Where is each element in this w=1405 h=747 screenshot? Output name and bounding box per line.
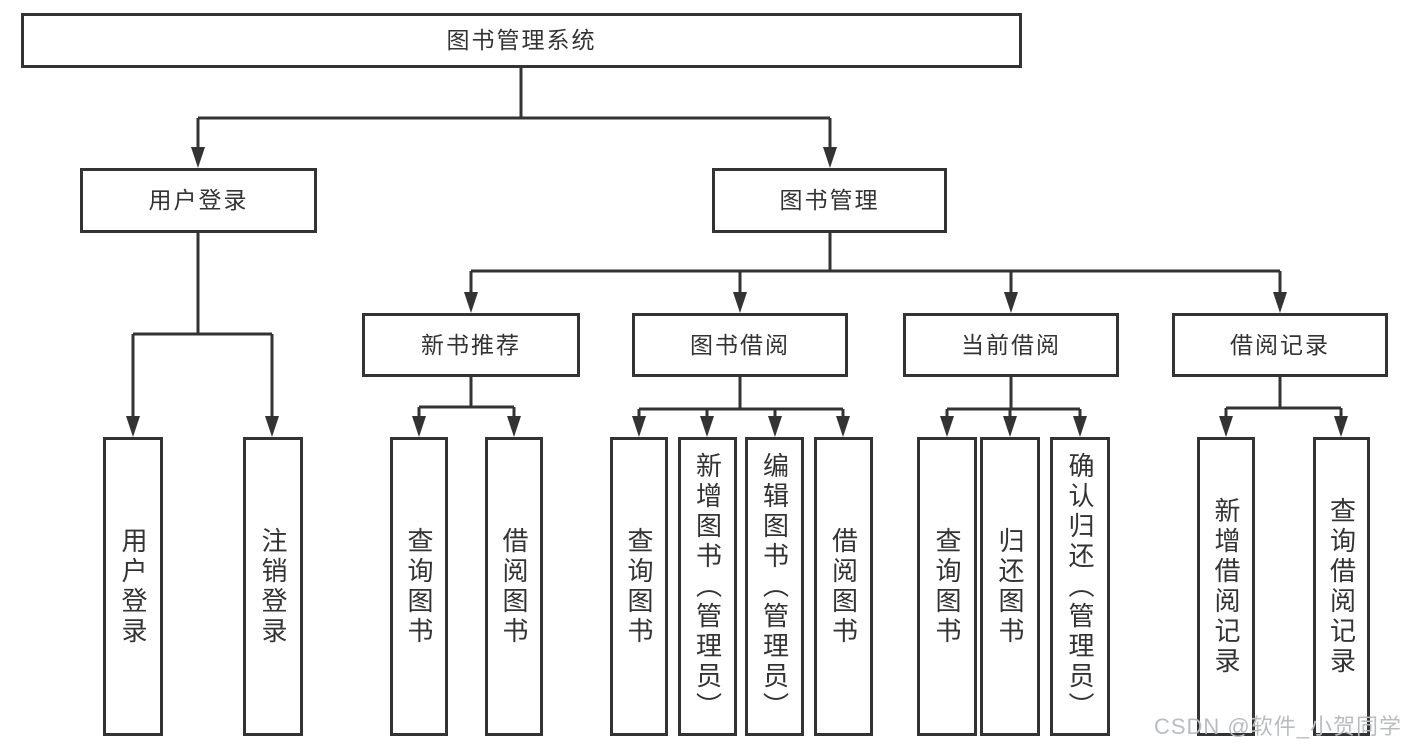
node-book-borrowing: 图书借阅 [632, 313, 848, 377]
arrowheads [126, 147, 1348, 437]
leaf-borrow-books: 借阅图书 [814, 437, 873, 736]
node-label: 当前借阅 [961, 331, 1061, 358]
node-label: 查询图书 [404, 526, 434, 647]
leaf-add-borrow-record: 新增借阅记录 [1197, 437, 1255, 736]
node-borrowing-records: 借阅记录 [1172, 313, 1388, 377]
node-library-management-system: 图书管理系统 [21, 13, 1022, 68]
node-label: 借阅记录 [1230, 331, 1330, 358]
leaf-user-login: 用户登录 [103, 437, 163, 736]
node-label: 用户登录 [118, 526, 148, 647]
node-label: 新书推荐 [421, 331, 521, 358]
node-label: 查询借阅记录 [1326, 496, 1357, 677]
leaf-query-books: 查询图书 [390, 437, 448, 736]
leaf-confirm-return-admin: 确认归还（管理员） [1050, 437, 1110, 736]
node-label: 用户登录 [148, 187, 249, 213]
leaf-query-borrow-record: 查询借阅记录 [1313, 437, 1370, 736]
node-book-management: 图书管理 [712, 168, 947, 233]
node-label: 新增借阅记录 [1211, 496, 1241, 677]
node-label: 新增图书（管理员） [692, 451, 723, 722]
leaf-return-books: 归还图书 [980, 437, 1040, 736]
node-label: 查询图书 [624, 526, 654, 647]
node-label: 借阅图书 [499, 526, 529, 647]
node-label: 图书管理 [779, 187, 880, 213]
node-label: 编辑图书（管理员） [759, 451, 790, 722]
leaf-logout: 注销登录 [243, 437, 303, 736]
node-current-borrowing: 当前借阅 [903, 313, 1119, 377]
node-label: 图书借阅 [690, 331, 790, 358]
node-user-login: 用户登录 [80, 168, 317, 233]
leaf-add-books-admin: 新增图书（管理员） [678, 437, 737, 736]
csdn-watermark: CSDN @软件_小贺同学 [1153, 714, 1402, 739]
node-label: 归还图书 [995, 526, 1025, 647]
node-label: 确认归还（管理员） [1065, 451, 1095, 722]
leaf-query-books: 查询图书 [917, 437, 977, 736]
node-label: 借阅图书 [828, 526, 859, 647]
node-label: 图书管理系统 [446, 27, 597, 53]
node-label: 查询图书 [932, 526, 962, 647]
leaf-edit-books-admin: 编辑图书（管理员） [745, 437, 804, 736]
node-new-book-recommend: 新书推荐 [362, 313, 580, 377]
leaf-borrow-books: 借阅图书 [485, 437, 543, 736]
leaf-query-books: 查询图书 [610, 437, 668, 736]
node-label: 注销登录 [258, 526, 288, 647]
